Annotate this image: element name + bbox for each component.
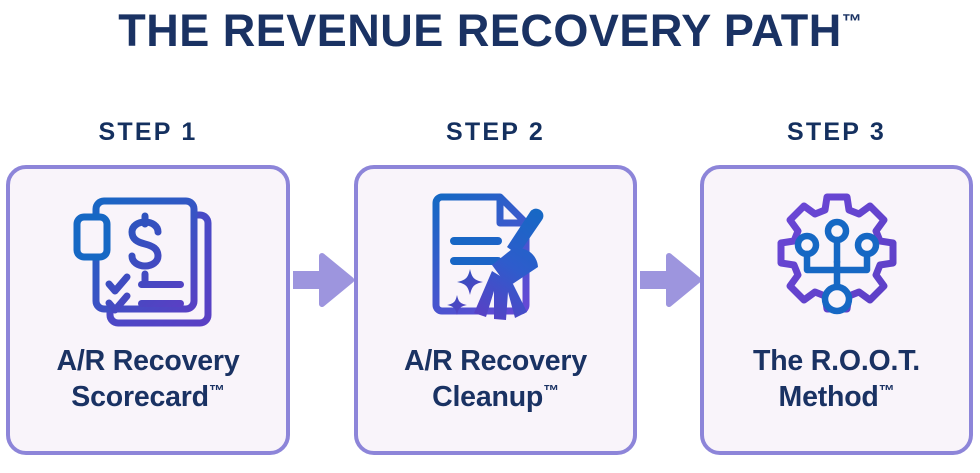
step-card-1[interactable]: A/R Recovery Scorecard™ [6, 165, 290, 455]
document-broom-cleanup-icon [426, 191, 566, 331]
page-title: THE REVENUE RECOVERY PATH™ [0, 6, 980, 56]
step-card-2[interactable]: A/R Recovery Cleanup™ [354, 165, 637, 455]
gear-network-nodes-icon [769, 191, 905, 331]
step-card-3-title-line1: The R.O.O.T. [752, 345, 921, 377]
step-card-3[interactable]: The R.O.O.T. Method™ [700, 165, 973, 455]
arrow-right-icon [293, 252, 355, 308]
step-card-2-trademark: ™ [543, 383, 559, 401]
step-card-1-title-line2: Scorecard [71, 381, 209, 414]
step-card-3-trademark: ™ [878, 383, 895, 401]
step-card-1-trademark: ™ [208, 383, 225, 401]
step-card-1-title-line1: A/R Recovery [56, 345, 240, 377]
step-label-3: STEP 3 [787, 118, 886, 146]
step-card-1-title: A/R Recovery Scorecard™ [49, 343, 248, 416]
page-title-trademark: ™ [841, 11, 862, 33]
scorecard-document-dollar-icon [72, 191, 224, 331]
step-card-2-title-line2: Cleanup [432, 381, 544, 414]
step-card-3-title: The R.O.O.T. Method™ [745, 343, 928, 416]
page-title-text: THE REVENUE RECOVERY PATH [118, 5, 842, 56]
arrow-right-icon [640, 252, 702, 308]
step-card-3-title-line2: Method [778, 381, 879, 414]
step-card-2-title-line1: A/R Recovery [404, 345, 587, 377]
step-label-1: STEP 1 [98, 118, 198, 146]
step-label-2: STEP 2 [446, 118, 545, 146]
step-card-2-title: A/R Recovery Cleanup™ [396, 343, 595, 416]
